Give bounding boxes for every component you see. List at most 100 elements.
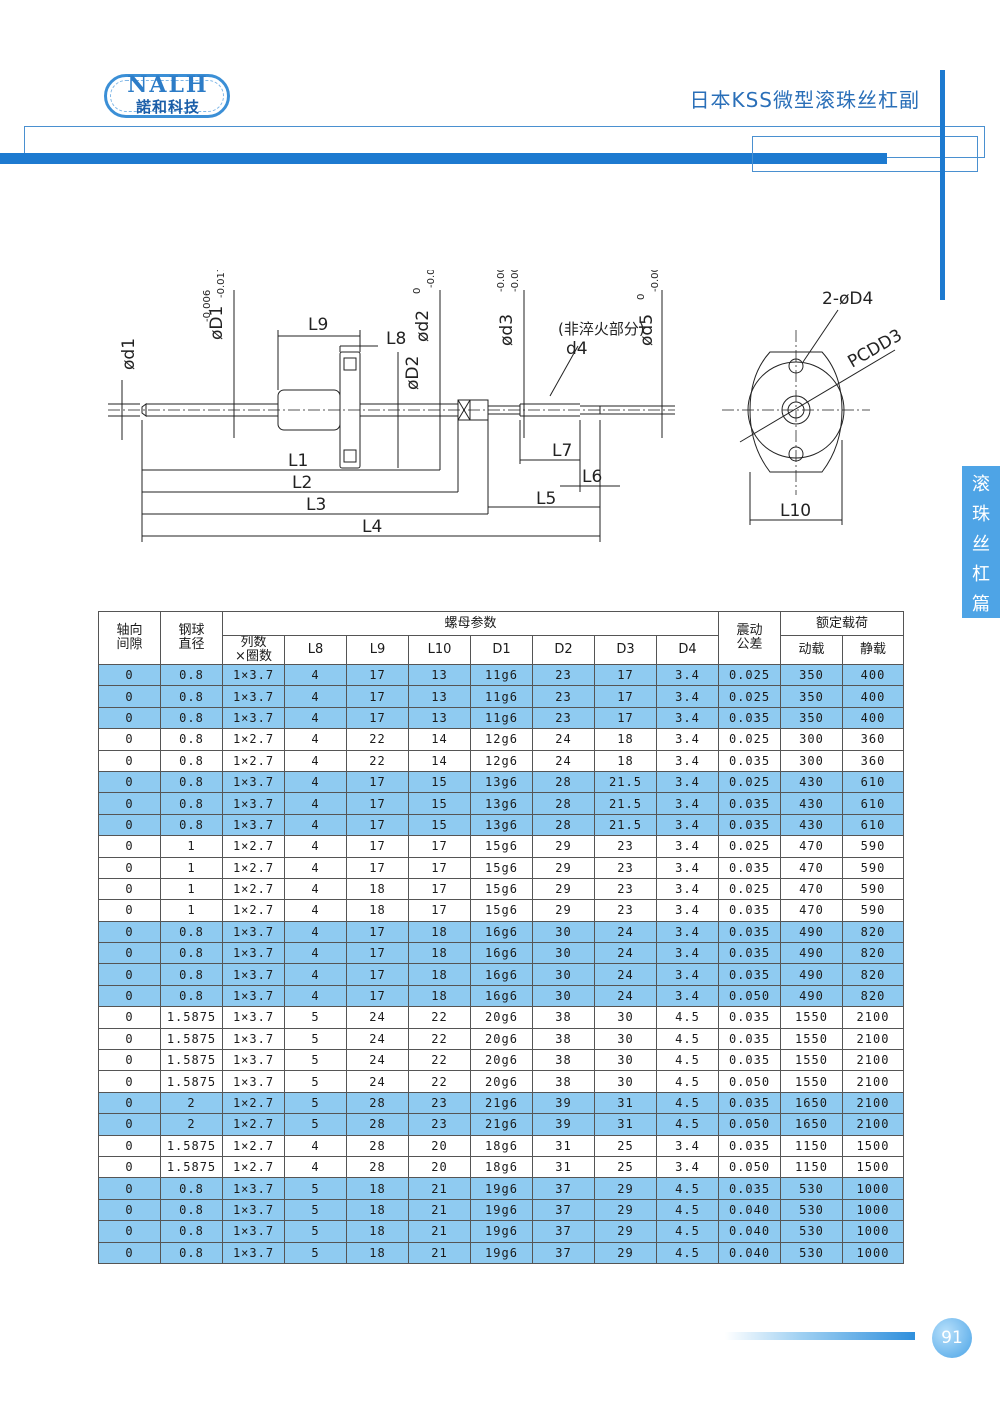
table-cell-dyn: 1550 bbox=[780, 1006, 843, 1029]
table-cell-sta: 610 bbox=[842, 792, 904, 815]
table-cell-L9: 18 bbox=[346, 1241, 409, 1264]
table-cell-D1: 16g6 bbox=[470, 984, 533, 1008]
table-cell-c: 0 bbox=[98, 856, 161, 879]
label-d2-tol-upper: 0 bbox=[412, 288, 423, 294]
table-cell-D2: 38 bbox=[532, 1006, 595, 1029]
table-cell-L9: 18 bbox=[346, 899, 409, 922]
table-cell-D3: 31 bbox=[594, 1113, 657, 1136]
bearing-mark bbox=[457, 399, 471, 421]
table-cell-L8: 5 bbox=[284, 1049, 347, 1072]
table-cell-D4: 3.4 bbox=[656, 920, 719, 944]
table-cell-L9: 18 bbox=[346, 877, 409, 901]
table-cell-ball: 0.8 bbox=[160, 1241, 223, 1264]
table-cell-rt: 1×3.7 bbox=[222, 792, 285, 815]
table-cell-sta: 610 bbox=[842, 813, 904, 837]
table-cell-dyn: 530 bbox=[780, 1241, 843, 1264]
table-cell-c: 0 bbox=[98, 685, 161, 708]
table-cell-dyn: 470 bbox=[780, 877, 843, 901]
table-cell-ball: 0.8 bbox=[160, 792, 223, 815]
table-cell-ball: 1.5875 bbox=[160, 1027, 223, 1051]
table-cell-D1: 16g6 bbox=[470, 963, 533, 986]
table-cell-D1: 19g6 bbox=[470, 1220, 533, 1243]
table-cell-D1: 12g6 bbox=[470, 749, 533, 772]
table-cell-D4: 3.4 bbox=[656, 877, 719, 901]
table-cell-D1: 15g6 bbox=[470, 835, 533, 858]
header-bar bbox=[0, 153, 887, 164]
label-d4: d4 bbox=[566, 339, 588, 359]
table-cell-sta: 2100 bbox=[842, 1113, 904, 1136]
table-cell-L10: 23 bbox=[408, 1091, 471, 1115]
table-cell-D2: 37 bbox=[532, 1220, 595, 1243]
table-cell-rt: 1×2.7 bbox=[222, 856, 285, 879]
table-cell-tol: 0.040 bbox=[718, 1241, 781, 1264]
table-cell-tol: 0.050 bbox=[718, 1113, 781, 1136]
table-cell-D1: 11g6 bbox=[470, 685, 533, 708]
table-cell-c: 0 bbox=[98, 792, 161, 815]
table-cell-L8: 4 bbox=[284, 984, 347, 1008]
table-cell-ball: 1.5875 bbox=[160, 1049, 223, 1072]
side-tab-char: 杠 bbox=[972, 564, 990, 585]
table-cell-D4: 3.4 bbox=[656, 728, 719, 751]
table-cell-rt: 1×3.7 bbox=[222, 663, 285, 687]
table-cell-sta: 590 bbox=[842, 899, 904, 922]
table-cell-c: 0 bbox=[98, 1155, 161, 1179]
label-d2: ød2 bbox=[413, 310, 433, 342]
table-cell-D3: 24 bbox=[594, 963, 657, 986]
table-cell-L8: 4 bbox=[284, 813, 347, 837]
label-L10: L10 bbox=[780, 501, 811, 521]
table-cell-c: 0 bbox=[98, 835, 161, 858]
label-d5-tol-lower: -0.006 bbox=[650, 270, 661, 292]
table-cell-D1: 20g6 bbox=[470, 1070, 533, 1093]
table-cell-D3: 24 bbox=[594, 942, 657, 965]
table-cell-D3: 24 bbox=[594, 920, 657, 944]
table-cell-L10: 17 bbox=[408, 899, 471, 922]
table-cell-D4: 3.4 bbox=[656, 984, 719, 1008]
table-cell-L10: 20 bbox=[408, 1155, 471, 1179]
leader-pcd bbox=[739, 349, 896, 443]
table-cell-dyn: 300 bbox=[780, 728, 843, 751]
table-cell-L10: 17 bbox=[408, 877, 471, 901]
table-cell-D3: 17 bbox=[594, 663, 657, 687]
table-cell-D4: 4.5 bbox=[656, 1006, 719, 1029]
table-cell-c: 0 bbox=[98, 1198, 161, 1222]
table-cell-ball: 0.8 bbox=[160, 1220, 223, 1243]
flange-hole bbox=[343, 357, 357, 371]
table-cell-sta: 2100 bbox=[842, 1006, 904, 1029]
pcd-circle bbox=[747, 361, 845, 459]
table-cell-L10: 22 bbox=[408, 1027, 471, 1051]
table-cell-L10: 13 bbox=[408, 706, 471, 730]
table-cell-sta: 400 bbox=[842, 706, 904, 730]
table-cell-L8: 5 bbox=[284, 1091, 347, 1115]
table-cell-D1: 13g6 bbox=[470, 770, 533, 794]
table-cell-L8: 4 bbox=[284, 770, 347, 794]
table-cell-L9: 22 bbox=[346, 728, 409, 751]
table-cell-D1: 20g6 bbox=[470, 1006, 533, 1029]
table-cell-c: 0 bbox=[98, 1049, 161, 1072]
table-cell-c: 0 bbox=[98, 1134, 161, 1157]
table-cell-L8: 4 bbox=[284, 685, 347, 708]
table-cell-D1: 20g6 bbox=[470, 1049, 533, 1072]
table-cell-D3: 23 bbox=[594, 899, 657, 922]
table-cell-dyn: 490 bbox=[780, 984, 843, 1008]
table-cell-c: 0 bbox=[98, 1241, 161, 1264]
table-cell-L10: 22 bbox=[408, 1006, 471, 1029]
table-cell-rt: 1×2.7 bbox=[222, 1155, 285, 1179]
table-cell-D2: 23 bbox=[532, 685, 595, 708]
table-cell-D3: 18 bbox=[594, 749, 657, 772]
table-cell-dyn: 350 bbox=[780, 685, 843, 708]
table-cell-sta: 360 bbox=[842, 728, 904, 751]
table-cell-ball: 1 bbox=[160, 856, 223, 879]
table-cell-D3: 23 bbox=[594, 877, 657, 901]
table-cell-D3: 23 bbox=[594, 856, 657, 879]
table-cell-L8: 4 bbox=[284, 963, 347, 986]
table-cell-dyn: 1650 bbox=[780, 1091, 843, 1115]
table-cell-L8: 4 bbox=[284, 899, 347, 922]
th-D1: D1 bbox=[470, 635, 533, 665]
table-cell-tol: 0.035 bbox=[718, 1091, 781, 1115]
